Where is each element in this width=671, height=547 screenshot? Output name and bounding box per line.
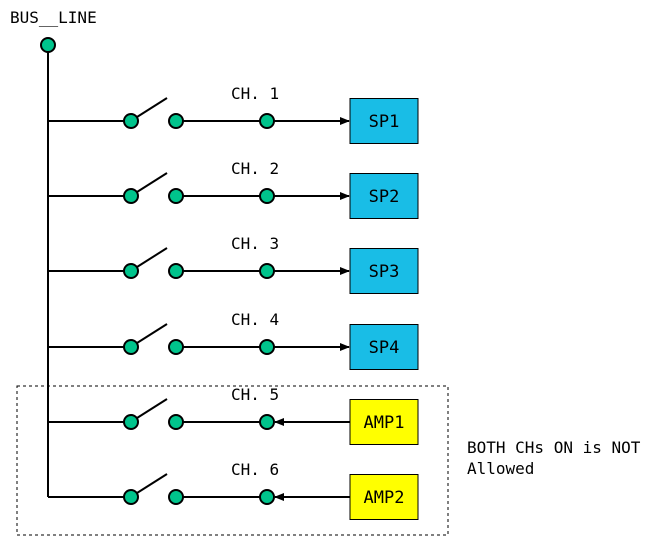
channel-row-2: CH. 2 SP2 — [48, 159, 419, 219]
channel-node — [259, 188, 275, 204]
switch-input-node — [123, 489, 139, 505]
channel-label: CH. 4 — [231, 310, 279, 329]
bus-line-label: BUS__LINE — [10, 8, 97, 27]
speaker-box — [349, 173, 419, 219]
switch-output-node — [168, 489, 184, 505]
channel-node — [259, 489, 275, 505]
switch-input-node — [123, 339, 139, 355]
amplifier-box — [349, 399, 419, 445]
speaker-box — [349, 248, 419, 294]
speaker-label: SP1 — [369, 112, 400, 132]
channel-row-1: CH. 1 SP1 — [48, 84, 419, 144]
switch-blade — [136, 398, 168, 419]
channel-label: CH. 5 — [231, 385, 279, 404]
switch-output-node — [168, 414, 184, 430]
switch-output-node — [168, 113, 184, 129]
amplifier-label: AMP2 — [364, 488, 405, 508]
switch-blade — [136, 97, 168, 118]
switch-output-node — [168, 339, 184, 355]
switch-input-node — [123, 188, 139, 204]
switch-blade — [136, 323, 168, 344]
channel-row-4: CH. 4 SP4 — [48, 310, 419, 370]
switch-blade — [136, 172, 168, 193]
channel-label: CH. 1 — [231, 84, 279, 103]
speaker-label: SP3 — [369, 262, 400, 282]
channel-row-6: CH. 6 AMP2 — [48, 460, 419, 520]
channel-row-5: CH. 5 AMP1 — [48, 385, 419, 445]
speaker-label: SP4 — [369, 338, 400, 358]
switch-output-node — [168, 263, 184, 279]
exclusion-group-box — [16, 385, 449, 536]
channel-node — [259, 263, 275, 279]
switch-blade — [136, 473, 168, 494]
bus-terminal-node — [40, 37, 56, 53]
switch-input-node — [123, 263, 139, 279]
speaker-label: SP2 — [369, 187, 400, 207]
channel-node — [259, 339, 275, 355]
channel-label: CH. 6 — [231, 460, 279, 479]
channel-node — [259, 113, 275, 129]
exclusion-note-line2: Allowed — [467, 459, 534, 478]
channel-label: CH. 3 — [231, 234, 279, 253]
speaker-box — [349, 324, 419, 370]
amplifier-label: AMP1 — [364, 413, 405, 433]
channel-row-3: CH. 3 SP3 — [48, 234, 419, 294]
switch-input-node — [123, 414, 139, 430]
exclusion-note-line1: BOTH CHs ON is NOT — [467, 438, 641, 457]
channel-label: CH. 2 — [231, 159, 279, 178]
switch-input-node — [123, 113, 139, 129]
channel-node — [259, 414, 275, 430]
switch-output-node — [168, 188, 184, 204]
amplifier-box — [349, 474, 419, 520]
speaker-box — [349, 98, 419, 144]
switch-blade — [136, 247, 168, 268]
